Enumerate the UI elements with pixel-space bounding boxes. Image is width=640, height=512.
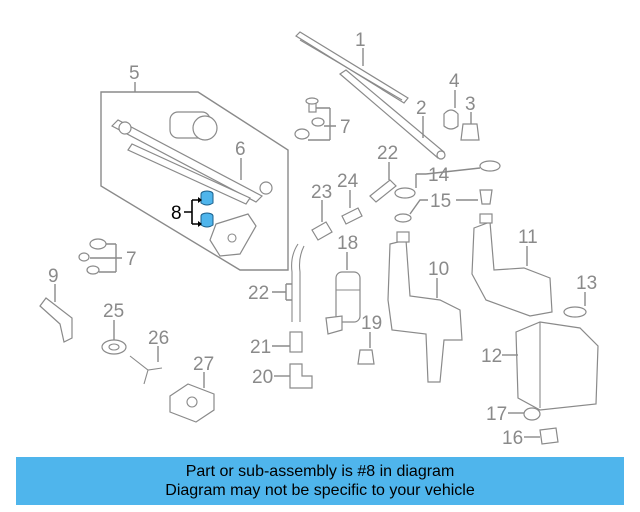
connector-part-23[interactable] [311,221,333,241]
callout-10: 10 [428,259,449,280]
callout-1: 1 [355,30,366,51]
info-banner: Part or sub-assembly is #8 in diagram Di… [16,457,624,505]
bolt-washer-part-7-lower[interactable] [78,238,107,275]
grommet-part-19[interactable] [357,349,375,365]
arm-cap-part-4[interactable] [443,109,459,130]
callout-5: 5 [129,63,140,84]
banner-line-2: Diagram may not be specific to your vehi… [165,482,475,499]
callout-14: 14 [428,165,450,186]
clip-part-16[interactable] [539,427,559,445]
nozzle-connector-part-22-upper[interactable] [369,179,397,203]
grommet-part-14[interactable] [394,160,501,199]
bracket-part-9[interactable] [39,297,73,343]
callout-3: 3 [465,94,476,115]
parts-diagram: 1 2 4 3 5 6 7 [39,30,599,449]
reservoir-tank-part-12[interactable] [515,321,599,411]
callout-22-upper: 22 [377,143,398,164]
hose-part-22[interactable] [291,243,305,322]
leader-line-8 [184,199,201,225]
callout-7-upper: 7 [340,117,351,138]
washer-pump-part-18[interactable] [325,271,361,335]
callout-7-lower: 7 [126,249,137,270]
callout-4: 4 [449,71,460,92]
grommet-part-25[interactable] [101,339,127,355]
callout-17: 17 [486,404,507,425]
callout-15: 15 [430,191,451,212]
connector-part-24[interactable] [341,207,363,225]
nozzle-line-part-26[interactable] [129,355,163,385]
leader-line-7b [90,243,122,273]
leader-line-15 [409,199,478,215]
callout-6: 6 [235,139,246,160]
callout-18: 18 [337,233,358,254]
callout-20: 20 [252,367,273,388]
washer-reservoir-part-11[interactable] [471,213,553,317]
callout-12: 12 [481,346,502,367]
callout-26: 26 [148,328,169,349]
bushing-part-8[interactable] [200,190,214,228]
seal-ring-part-13[interactable] [563,306,587,318]
callout-24: 24 [337,171,359,192]
callout-23: 23 [311,182,332,203]
wiper-linkage-part-5[interactable] [100,91,289,271]
leader-line-7a [308,107,336,141]
nut-cover-part-3[interactable] [460,123,480,141]
callout-9: 9 [48,266,59,287]
connector-part-21[interactable] [289,331,303,353]
banner-line-1: Part or sub-assembly is #8 in diagram [185,463,455,480]
callout-21: 21 [250,337,271,358]
leader-line-22a [272,283,292,301]
callout-2: 2 [416,98,427,119]
callout-19: 19 [361,313,382,334]
washer-reservoir-part-10[interactable] [387,231,463,383]
callout-16: 16 [502,428,523,449]
callout-25: 25 [103,301,124,322]
cap-part-15[interactable] [394,189,493,223]
callout-27: 27 [193,354,214,375]
callout-11: 11 [518,227,538,248]
wiper-arm-part-2[interactable] [339,69,446,160]
callout-22-lower: 22 [248,283,269,304]
mount-part-27[interactable] [169,383,215,423]
wiper-blade-part-1[interactable] [295,31,409,104]
callout-8: 8 [171,203,182,224]
clip-part-17[interactable] [523,407,541,421]
elbow-part-20[interactable] [289,363,313,389]
leader-line-14 [415,167,481,188]
callout-13: 13 [576,273,597,294]
bolt-washer-part-7-upper[interactable] [294,97,325,140]
